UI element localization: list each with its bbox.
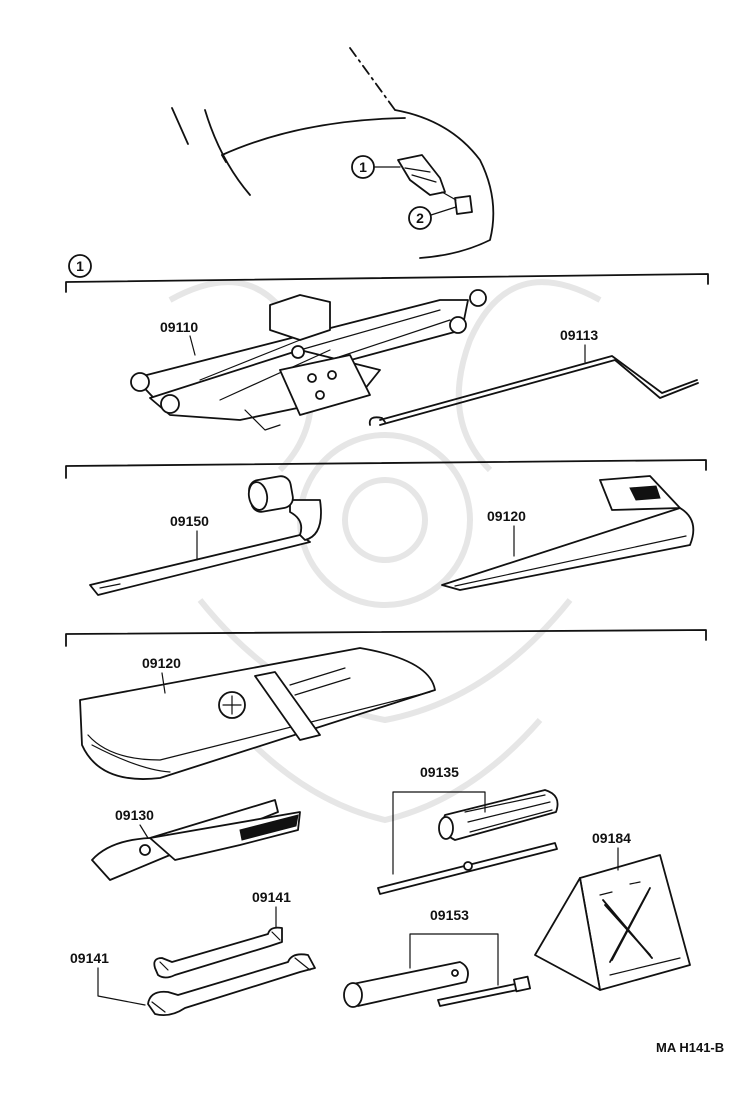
pliers: [91, 799, 301, 881]
plug-wrench: [343, 961, 531, 1008]
label-09120-a: 09120: [487, 508, 526, 524]
wrench-small: [153, 926, 283, 979]
label-09141-b: 09141: [70, 950, 109, 966]
label-09110: 09110: [160, 319, 198, 335]
section-bracket-3: [65, 629, 707, 647]
label-09150: 09150: [170, 513, 209, 529]
callout-2: 2: [408, 206, 457, 230]
svg-text:1: 1: [359, 159, 367, 175]
vehicle-outline: [171, 47, 495, 259]
jack-handle: [368, 355, 699, 426]
section-bracket-1: [65, 273, 709, 293]
section-1-marker: 1: [68, 254, 92, 278]
section-bracket-2: [65, 459, 707, 479]
callout-1: 1: [351, 155, 401, 179]
label-09141-a: 09141: [252, 889, 291, 905]
diagram-ref-code: MA H141-B: [656, 1040, 724, 1055]
svg-text:2: 2: [416, 210, 424, 226]
label-09130: 09130: [115, 807, 154, 823]
wheel-chock: [534, 854, 691, 991]
label-09120-b: 09120: [142, 655, 181, 671]
label-09113: 09113: [560, 327, 598, 343]
wrench-large: [147, 953, 316, 1017]
label-09184: 09184: [592, 830, 631, 846]
hub-nut-wrench: [89, 475, 322, 596]
wheel-tool: [441, 475, 695, 591]
scissor-jack: [130, 289, 487, 431]
tool-bag: [79, 647, 436, 780]
label-09153: 09153: [430, 907, 469, 923]
label-09135: 09135: [420, 764, 459, 780]
svg-text:1: 1: [76, 258, 84, 274]
screwdriver: [377, 789, 559, 895]
